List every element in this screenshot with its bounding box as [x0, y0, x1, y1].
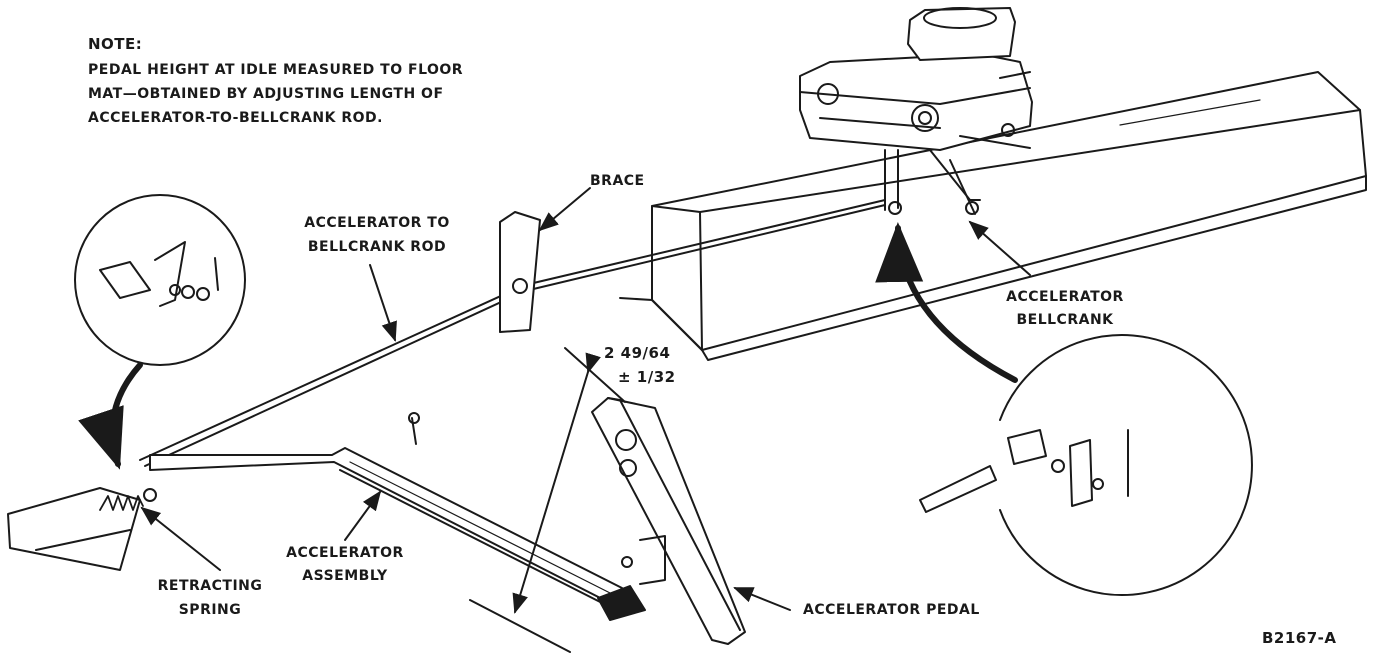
note-line-2: MAT—OBTAINED BY ADJUSTING LENGTH OF — [88, 86, 444, 102]
spring-label-line2: SPRING — [178, 602, 242, 618]
pedal-height-dimension — [469, 347, 626, 653]
assembly-leader — [344, 490, 382, 541]
dimension-label-line1: 2 49/64 — [604, 344, 671, 362]
pedal-leader — [733, 587, 791, 611]
rod-label-line1: ACCELERATOR TO — [304, 215, 450, 231]
accelerator-pedal — [591, 397, 746, 645]
inset-pointer-right — [875, 222, 1018, 383]
inset-pointer-left — [78, 362, 143, 470]
floor-mat — [7, 487, 141, 571]
dimension-label-line2: ± 1/32 — [618, 368, 676, 386]
note-title: NOTE: — [88, 35, 143, 53]
brace — [499, 211, 541, 333]
assembly-label-line1: ACCELERATOR — [286, 545, 404, 561]
figure-id: B2167-A — [1262, 629, 1337, 647]
valve-cover — [619, 71, 1367, 361]
pedal-label: ACCELERATOR PEDAL — [803, 602, 980, 618]
rod-leader — [369, 264, 397, 342]
brace-leader — [538, 187, 591, 232]
inset-detail-right — [919, 334, 1253, 596]
spring-label-line1: RETRACTING — [157, 578, 263, 594]
bellcrank-leader — [968, 220, 1031, 276]
rod-label-line2: BELLCRANK ROD — [307, 239, 447, 255]
note-line-3: ACCELERATOR-TO-BELLCRANK ROD. — [88, 110, 383, 126]
note-line-1: PEDAL HEIGHT AT IDLE MEASURED TO FLOOR — [88, 62, 464, 78]
bellcrank-label-line1: ACCELERATOR — [1006, 289, 1124, 305]
retracting-spring — [99, 488, 157, 511]
spring-leader — [140, 506, 221, 571]
assembly-label-line2: ASSEMBLY — [302, 568, 388, 584]
bellcrank-label-line2: BELLCRANK — [1016, 312, 1114, 328]
inset-detail-left — [74, 194, 246, 366]
brace-label: BRACE — [590, 173, 645, 189]
